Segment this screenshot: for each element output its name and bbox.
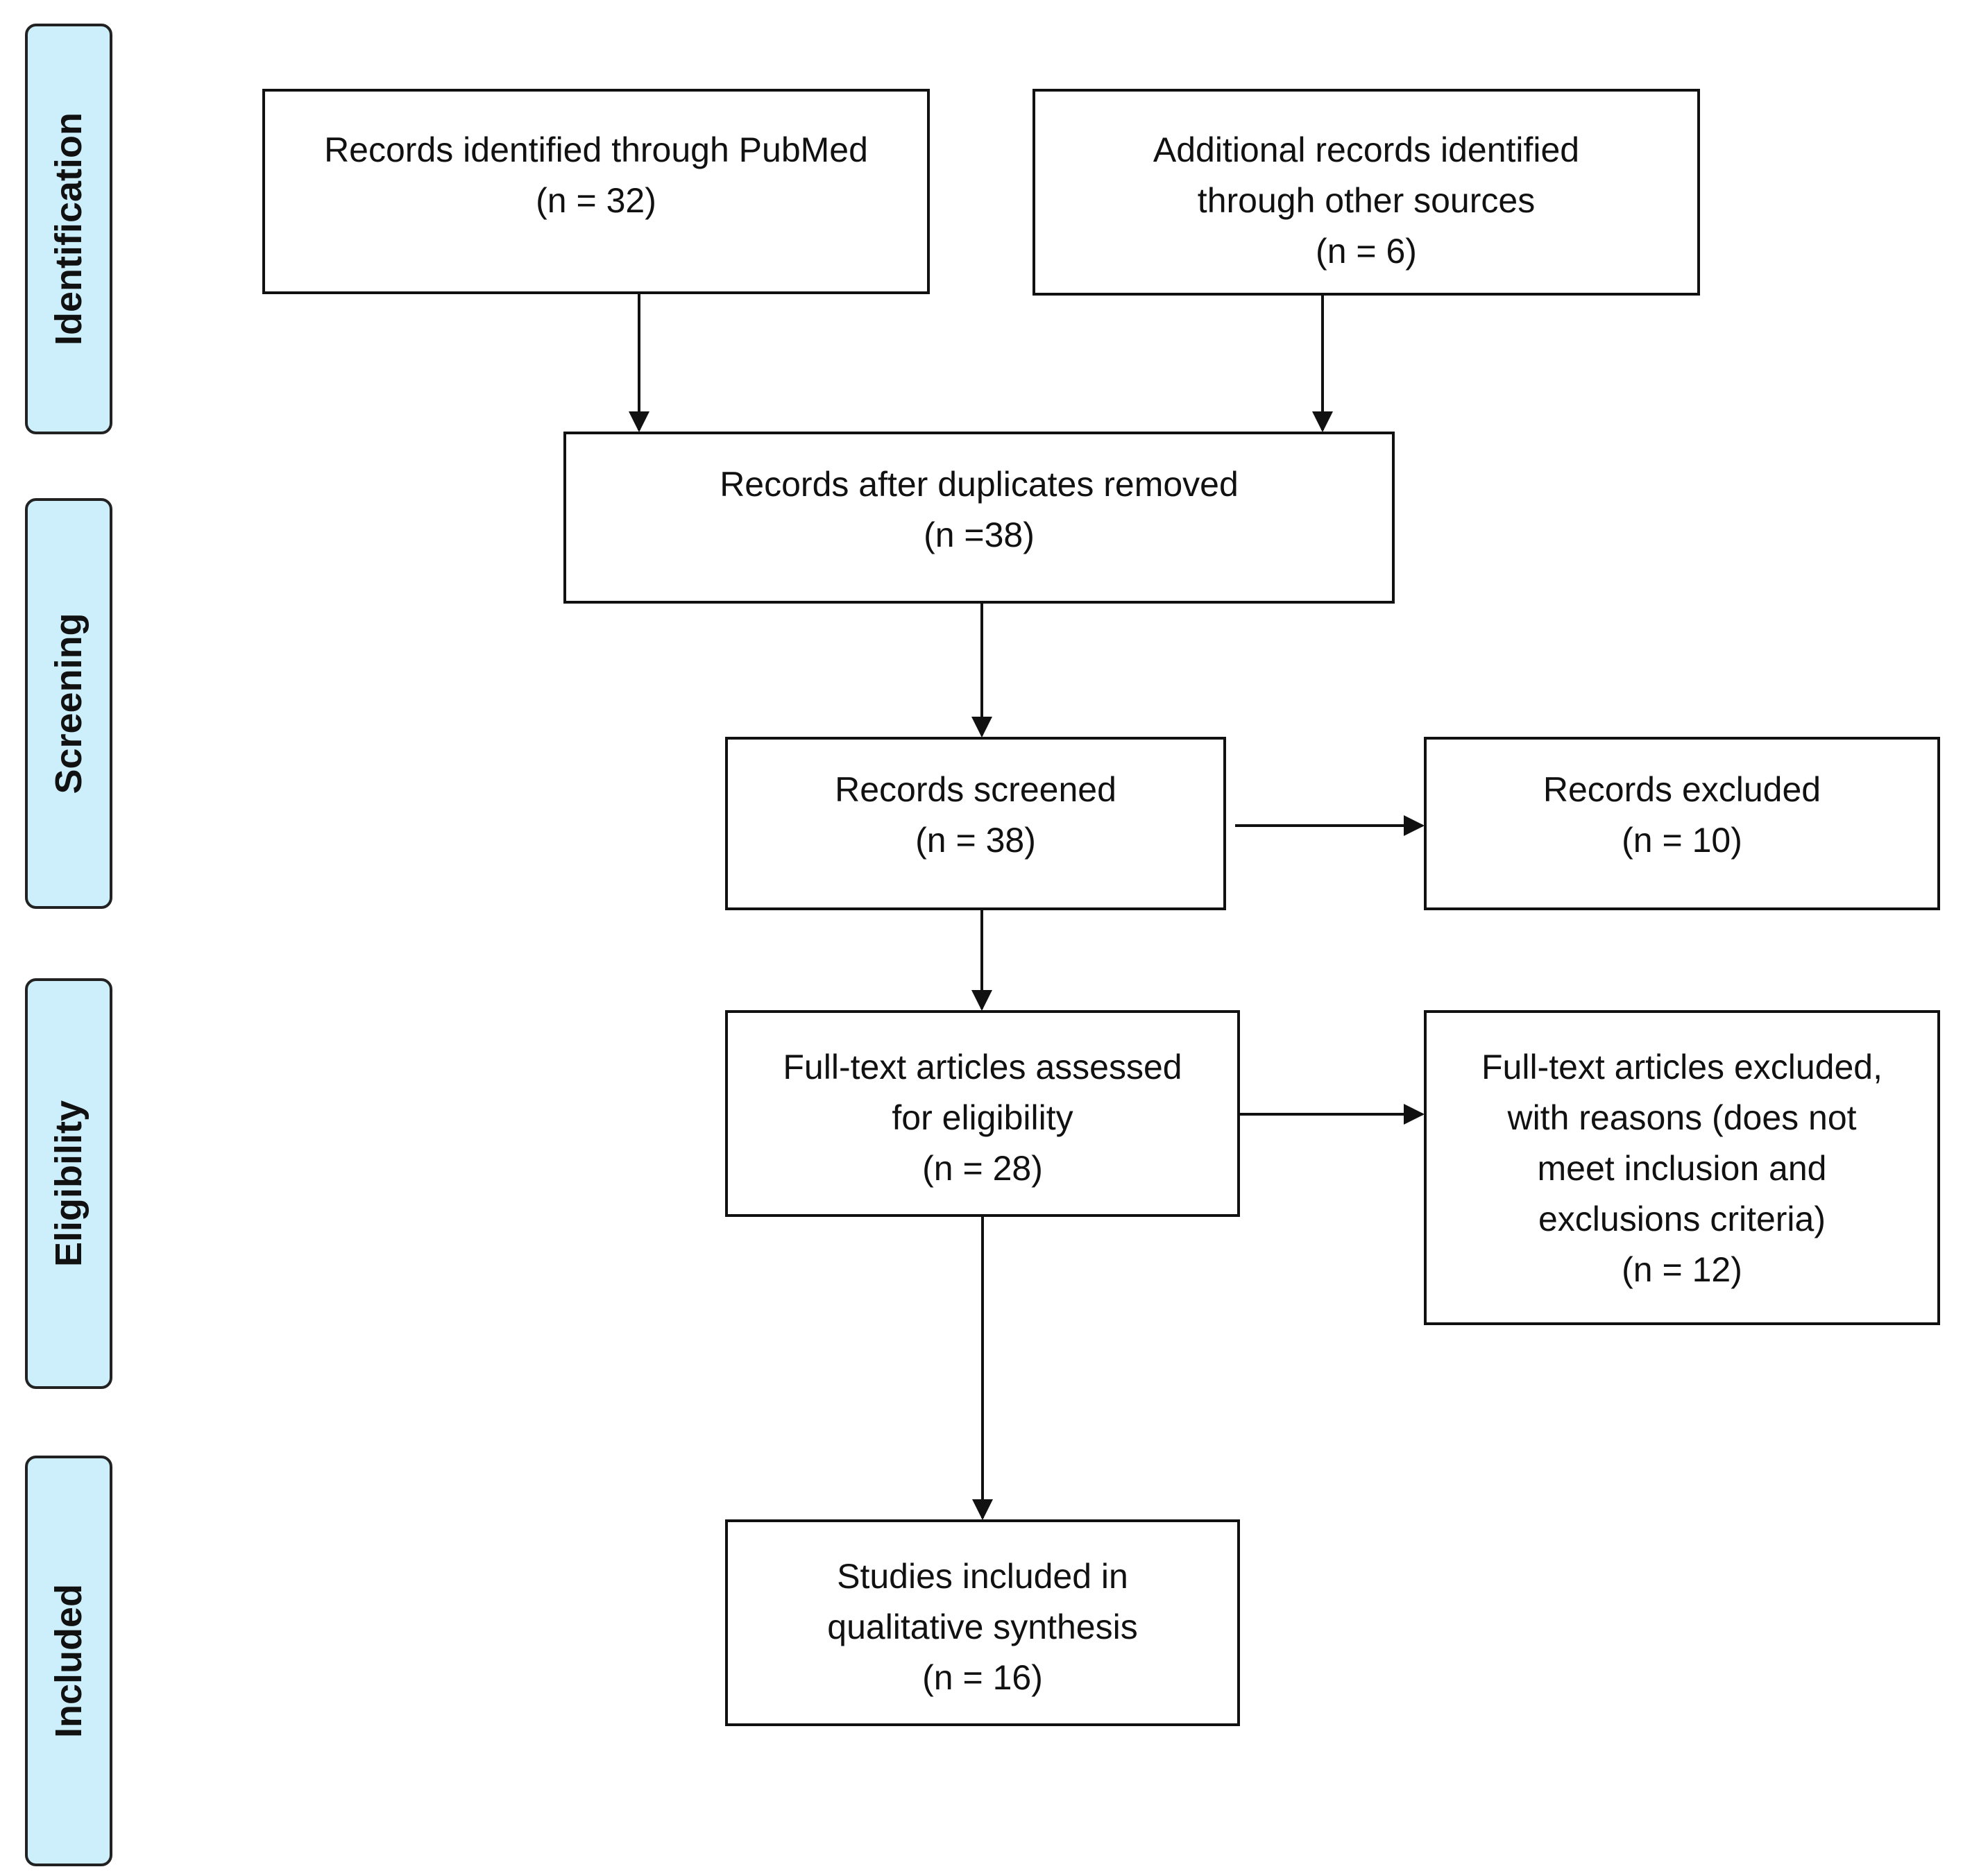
fulltext-assessed-box: Full-text articles assessed for eligibil… [725, 1010, 1240, 1217]
fulltext-excluded-box: Full-text articles excluded, with reason… [1424, 1010, 1940, 1325]
duplicates-removed-box: Records after duplicates removed (n =38) [563, 432, 1395, 604]
records-screened-box: Records screened (n = 38) [725, 737, 1226, 910]
fulltext-assessed-text-1: Full-text articles assessed [783, 1048, 1182, 1086]
fulltext-excluded-count: (n = 12) [1622, 1250, 1742, 1289]
studies-included-text-2: qualitative synthesis [827, 1608, 1138, 1646]
fulltext-assessed-text-2: for eligibility [892, 1098, 1073, 1137]
records-excluded-text: Records excluded [1543, 770, 1821, 809]
studies-included-box: Studies included in qualitative synthesi… [725, 1519, 1240, 1726]
fulltext-assessed-count: (n = 28) [922, 1149, 1043, 1188]
other-sources-text-1: Additional records identified [1153, 130, 1580, 169]
duplicates-removed-count: (n =38) [924, 515, 1035, 554]
fulltext-excluded-text-1: Full-text articles excluded, [1481, 1048, 1883, 1086]
pubmed-records-text: Records identified through PubMed [324, 130, 868, 169]
records-excluded-count: (n = 10) [1622, 821, 1742, 860]
studies-included-count: (n = 16) [922, 1658, 1043, 1697]
other-sources-count: (n = 6) [1316, 232, 1417, 271]
records-screened-count: (n = 38) [915, 821, 1036, 860]
stage-eligibility: Eligibility [25, 978, 112, 1389]
stage-included: Included [25, 1456, 112, 1866]
duplicates-removed-text: Records after duplicates removed [720, 465, 1239, 504]
other-sources-text-2: through other sources [1197, 181, 1536, 220]
fulltext-excluded-text-3: meet inclusion and [1537, 1149, 1827, 1188]
pubmed-records-count: (n = 32) [536, 181, 656, 220]
other-sources-box: Additional records identified through ot… [1033, 89, 1700, 296]
studies-included-text-1: Studies included in [837, 1557, 1128, 1596]
records-screened-text: Records screened [835, 770, 1116, 809]
fulltext-excluded-text-2: with reasons (does not [1507, 1098, 1857, 1137]
pubmed-records-box: Records identified through PubMed (n = 3… [262, 89, 930, 294]
stage-identification: Identification [25, 24, 112, 434]
stage-screening: Screening [25, 498, 112, 909]
records-excluded-box: Records excluded (n = 10) [1424, 737, 1940, 910]
fulltext-excluded-text-4: exclusions criteria) [1538, 1200, 1826, 1238]
